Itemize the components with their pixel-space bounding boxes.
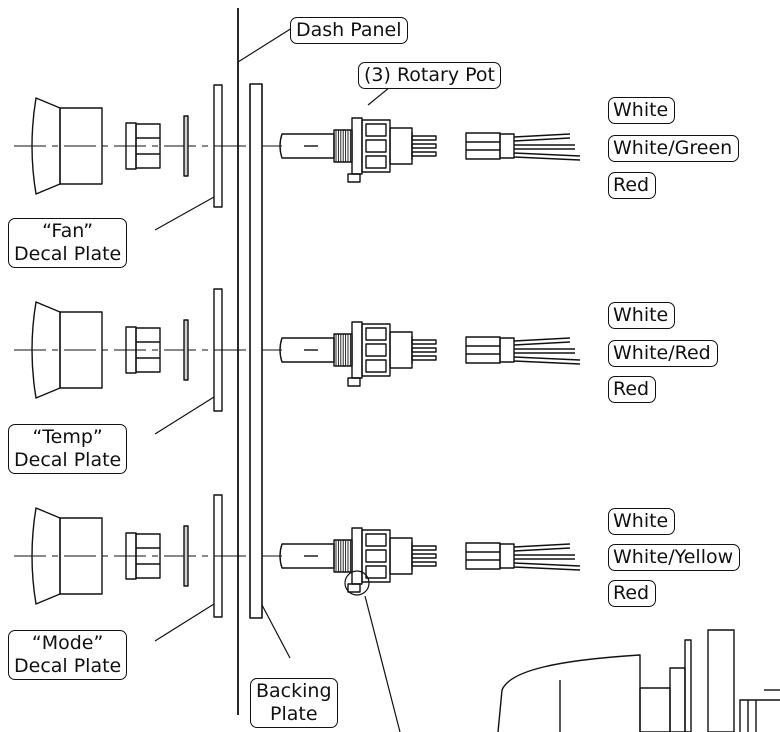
mode-pot-housing xyxy=(351,527,363,585)
assembly-row-fan xyxy=(14,84,581,208)
fan-wire-3 xyxy=(513,152,581,157)
fan-decal-plate-label: “Fan” Decal Plate xyxy=(8,218,128,268)
temp-pot-detail-1 xyxy=(365,327,387,341)
mode-pot-pin-1 xyxy=(411,545,437,551)
mode-pot-shaft xyxy=(279,543,335,569)
mode-pot-rear xyxy=(389,537,413,575)
temp-pot-pin-1 xyxy=(411,339,437,345)
fan-connector-shell xyxy=(465,132,501,160)
fan-knob-body xyxy=(59,107,103,185)
mode-pot-detail-1 xyxy=(365,533,387,547)
fan-knob-front xyxy=(31,97,61,195)
fan-decal-line-2: Decal Plate xyxy=(14,243,122,265)
backing-plate xyxy=(249,83,263,619)
fan-pot-pin-3 xyxy=(411,151,437,157)
temp-knob-body xyxy=(59,311,103,389)
backing-plate-line-2: Plate xyxy=(269,703,318,725)
fan-pot-thread xyxy=(333,129,353,163)
fan-nut-hex xyxy=(135,123,161,169)
temp-nut-hex xyxy=(135,327,161,373)
wire-label-fan-2: White/Green xyxy=(608,135,740,162)
fan-pot-tab xyxy=(347,173,361,183)
fan-pot-shaft xyxy=(279,133,335,159)
mode-connector-crimp xyxy=(499,543,515,569)
mode-wire-3 xyxy=(513,562,581,567)
fan-decal-line-1: “Fan” xyxy=(42,220,94,242)
mode-pot-tab xyxy=(347,583,361,593)
wire-label-temp-3: Red xyxy=(608,376,657,403)
fan-wire-1 xyxy=(513,133,571,138)
wire-label-mode-1: White xyxy=(608,508,676,535)
mode-wire-1b xyxy=(513,547,571,552)
mode-nut-hex xyxy=(135,533,161,579)
fan-decal-plate xyxy=(213,84,223,208)
fan-pot-pin-2 xyxy=(411,143,437,149)
temp-knob-front xyxy=(31,301,61,399)
mode-wire-3b xyxy=(513,566,581,571)
fan-connector-crimp xyxy=(499,133,515,159)
mode-knob-front xyxy=(31,507,61,605)
temp-pot-rear xyxy=(389,331,413,369)
fan-wire-1b xyxy=(513,137,571,142)
wire-label-fan-3: Red xyxy=(608,172,657,199)
fan-pot-rear xyxy=(389,127,413,165)
temp-decal-plate xyxy=(213,288,223,412)
temp-pot-thread xyxy=(333,333,353,367)
wire-label-fan-1: White xyxy=(608,97,676,124)
fan-pot-detail-1 xyxy=(365,123,387,137)
rotary-pot-label: (3) Rotary Pot xyxy=(358,62,501,89)
mode-pot-detail-3 xyxy=(365,565,387,579)
temp-connector-shell xyxy=(465,336,501,364)
temp-pot-detail-2 xyxy=(365,343,387,357)
dash-panel-label: Dash Panel xyxy=(290,17,408,44)
temp-wire-1 xyxy=(513,337,571,342)
temp-pot-housing xyxy=(351,321,363,379)
fan-pot-detail-2 xyxy=(365,139,387,153)
fan-pot-pin-1 xyxy=(411,135,437,141)
temp-wire-3 xyxy=(513,356,581,361)
mode-connector-shell xyxy=(465,542,501,570)
fan-pot-detail-3 xyxy=(365,155,387,169)
mode-washer xyxy=(183,525,189,587)
temp-connector-crimp xyxy=(499,337,515,363)
mode-pot-thread xyxy=(333,539,353,573)
inset-detail-view xyxy=(497,629,780,732)
leader-lines xyxy=(154,27,401,732)
fan-washer xyxy=(183,115,189,177)
temp-pot-detail-3 xyxy=(365,359,387,373)
mode-pot-pin-2 xyxy=(411,553,437,559)
temp-washer xyxy=(183,319,189,381)
mode-wire-1 xyxy=(513,543,571,548)
fan-pot-housing xyxy=(351,117,363,175)
temp-wire-1b xyxy=(513,341,571,346)
mode-decal-plate-label: “Mode” Decal Plate xyxy=(8,630,128,680)
fan-wire-3b xyxy=(513,156,581,161)
wire-label-mode-2: White/Yellow xyxy=(608,544,741,571)
temp-decal-line-2: Decal Plate xyxy=(14,449,122,471)
temp-decal-plate-label: “Temp” Decal Plate xyxy=(8,424,128,474)
backing-plate-line-1: Backing xyxy=(256,680,332,702)
mode-decal-line-1: “Mode” xyxy=(31,632,104,654)
wire-label-temp-2: White/Red xyxy=(608,340,718,367)
temp-pot-pin-2 xyxy=(411,347,437,353)
mode-knob-body xyxy=(59,517,103,595)
mode-decal-line-2: Decal Plate xyxy=(14,655,122,677)
assembly-row-mode xyxy=(14,494,581,618)
wire-label-mode-3: Red xyxy=(608,580,657,607)
temp-pot-pin-3 xyxy=(411,355,437,361)
mode-pot-pin-3 xyxy=(411,561,437,567)
mode-pot-detail-2 xyxy=(365,549,387,563)
temp-pot-shaft xyxy=(279,337,335,363)
temp-wire-3b xyxy=(513,360,581,365)
assembly-row-temp xyxy=(14,288,581,412)
temp-pot-tab xyxy=(347,377,361,387)
mode-decal-plate xyxy=(213,494,223,618)
temp-decal-line-1: “Temp” xyxy=(32,426,103,448)
backing-plate-label: Backing Plate xyxy=(250,678,338,728)
detail-circle xyxy=(344,570,370,596)
wire-label-temp-1: White xyxy=(608,302,676,329)
